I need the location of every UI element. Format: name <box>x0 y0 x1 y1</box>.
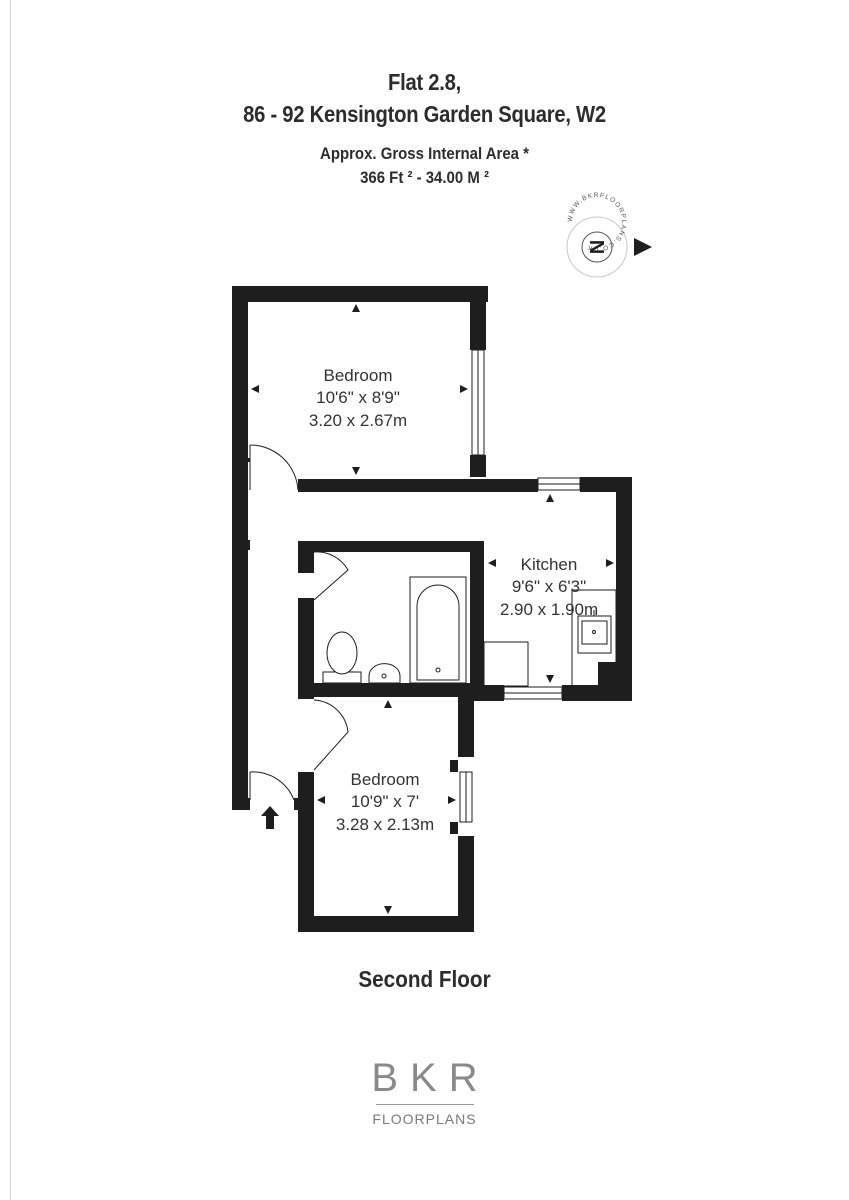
north-arrow-icon <box>634 238 652 256</box>
entrance-arrow-icon <box>261 806 279 829</box>
toilet-icon <box>322 631 362 684</box>
bath-icon <box>409 576 467 684</box>
room-imperial-bedroom-1: 10'6" x 8'9" <box>316 388 400 407</box>
page-edge <box>10 0 11 1200</box>
room-imperial-bedroom-2: 10'9" x 7' <box>351 792 419 811</box>
logo-subtitle: FLOORPLANS <box>372 1111 477 1127</box>
area-label: Approx. Gross Internal Area * <box>320 144 529 163</box>
kitchen-fittings <box>483 589 617 687</box>
windows <box>459 349 581 823</box>
room-metric-kitchen: 2.90 x 1.90m <box>500 600 598 619</box>
compass-letter: N <box>587 240 609 254</box>
dimension-arrows <box>251 304 614 914</box>
basin-icon <box>368 663 401 684</box>
door-swing-bathroom <box>313 551 349 601</box>
header: Flat 2.8, 86 - 92 Kensington Garden Squa… <box>0 66 849 190</box>
doors <box>249 444 349 801</box>
room-name-bedroom-1: Bedroom <box>324 366 393 385</box>
room-metric-bedroom-2: 3.28 x 2.13m <box>336 815 434 834</box>
door-swing-entrance <box>249 771 295 801</box>
logo-divider <box>375 1104 474 1105</box>
title-line-1: Flat 2.8, <box>387 69 461 95</box>
room-metric-bedroom-1: 3.20 x 2.67m <box>309 411 407 430</box>
room-name-bedroom-2: Bedroom <box>351 770 420 789</box>
floor-label: Second Floor <box>358 966 491 992</box>
door-swing-top-bedroom <box>249 444 299 491</box>
room-imperial-kitchen: 9'6" x 6'3" <box>512 577 586 596</box>
area-value: 366 Ft ² - 34.00 M ² <box>360 168 489 187</box>
area-block: Approx. Gross Internal Area * 366 Ft ² -… <box>0 142 849 190</box>
compass-icon: WWW.BKRFLOORPLANS.CO.UK N <box>566 192 652 278</box>
sink-icon <box>577 615 612 654</box>
room-name-kitchen: Kitchen <box>521 555 578 574</box>
walls <box>232 286 632 932</box>
title-line-2: 86 - 92 Kensington Garden Square, W2 <box>243 101 606 127</box>
room-labels: Bedroom 10'6" x 8'9" 3.20 x 2.67m Kitche… <box>309 366 598 834</box>
door-swing-bottom-bedroom <box>313 699 349 771</box>
logo-brand: BKR <box>371 1056 490 1100</box>
logo: BKR FLOORPLANS <box>0 1056 849 1127</box>
